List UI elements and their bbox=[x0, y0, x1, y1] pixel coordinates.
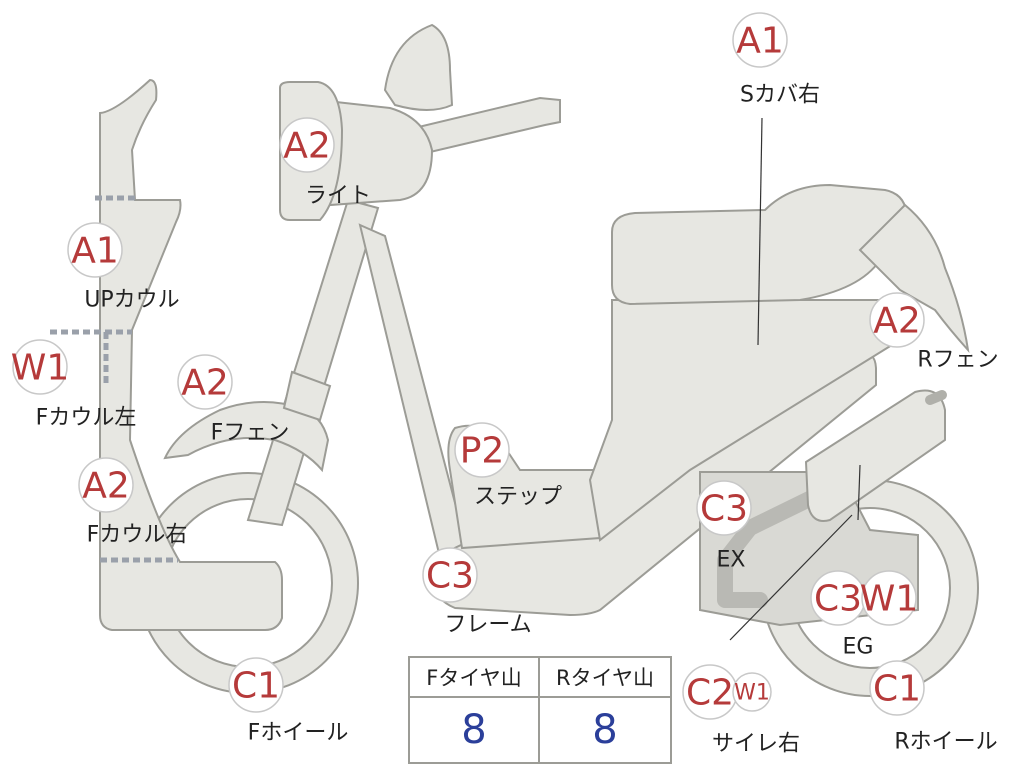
svg-text:C2: C2 bbox=[686, 673, 734, 714]
badge-front-cowl-right: A2 bbox=[78, 457, 134, 513]
badge-front-wheel: C1 bbox=[228, 657, 284, 713]
badge-step: P2 bbox=[454, 422, 510, 478]
label-engine: EG bbox=[843, 635, 874, 660]
front-cowl-graphic bbox=[99, 78, 283, 631]
svg-text:C3: C3 bbox=[700, 489, 748, 530]
badge-side-cover-w: W1 bbox=[732, 672, 772, 712]
label-front-cowl-right: Fカウル右 bbox=[87, 523, 188, 548]
svg-text:A2: A2 bbox=[283, 126, 331, 167]
mirror-graphic bbox=[383, 23, 454, 111]
leader-engine bbox=[857, 464, 861, 521]
badge-upper-cowl: A1 bbox=[67, 222, 123, 278]
svg-text:C3: C3 bbox=[426, 556, 474, 597]
tire-tread-table: Fタイヤ山 Rタイヤ山 8 8 bbox=[408, 656, 672, 764]
label-front-cowl-left: Fカウル左 bbox=[36, 406, 137, 431]
label-step: ステップ bbox=[474, 485, 562, 510]
rear-tire-tread-value: 8 bbox=[592, 707, 618, 753]
svg-text:P2: P2 bbox=[460, 431, 505, 472]
badge-seat-cover-right: A1 bbox=[732, 12, 788, 68]
front-fender-graphic bbox=[163, 401, 330, 473]
cowl-seam-middle bbox=[50, 329, 132, 385]
badge-headlight: A2 bbox=[279, 117, 335, 173]
badge-exhaust: C3 bbox=[696, 480, 752, 536]
badge-side-cover-c: C2 bbox=[682, 664, 738, 720]
label-side-cover-right: サイレ右 bbox=[712, 732, 800, 757]
badge-front-cowl-left: W1 bbox=[11, 339, 70, 395]
front-fork-graphic bbox=[246, 198, 380, 527]
label-rear-fender: Rフェン bbox=[917, 348, 998, 373]
label-rear-wheel: Rホイール bbox=[894, 730, 997, 755]
rear-fender-graphic bbox=[858, 203, 970, 354]
svg-text:A1: A1 bbox=[71, 231, 119, 272]
badge-rear-wheel: C1 bbox=[869, 660, 925, 716]
svg-text:A2: A2 bbox=[82, 466, 130, 507]
svg-text:W1: W1 bbox=[734, 681, 770, 706]
muffler-graphic bbox=[804, 389, 946, 522]
svg-text:C3: C3 bbox=[814, 579, 862, 620]
label-frame: フレーム bbox=[444, 613, 531, 638]
label-seat-cover-right: Sカバ右 bbox=[740, 83, 820, 108]
leader-side-cover bbox=[729, 514, 853, 641]
badge-frame: C3 bbox=[422, 547, 478, 603]
label-exhaust: EX bbox=[717, 548, 746, 573]
svg-text:A2: A2 bbox=[181, 363, 229, 404]
svg-text:A2: A2 bbox=[873, 301, 921, 342]
exhaust-pipe-graphic bbox=[717, 477, 846, 608]
svg-text:C1: C1 bbox=[873, 669, 921, 710]
svg-text:W1: W1 bbox=[11, 348, 70, 389]
badge-engine-w: W1 bbox=[860, 570, 919, 626]
svg-text:W1: W1 bbox=[860, 579, 919, 620]
svg-text:C1: C1 bbox=[232, 666, 280, 707]
badge-rear-fender: A2 bbox=[869, 292, 925, 348]
handle-cover-graphic bbox=[316, 98, 434, 207]
label-front-fender: Fフェン bbox=[211, 421, 290, 446]
badge-engine-c: C3 bbox=[810, 570, 866, 626]
label-front-wheel: Fホイール bbox=[248, 721, 349, 746]
label-upper-cowl: UPカウル bbox=[84, 288, 179, 313]
rear-tire-tread-header: Rタイヤ山 bbox=[540, 658, 670, 698]
front-tire-tread-value: 8 bbox=[410, 698, 540, 762]
muffler-tip-graphic bbox=[925, 390, 947, 405]
leader-seat-cover bbox=[757, 117, 763, 346]
badge-front-fender: A2 bbox=[177, 354, 233, 410]
svg-text:A1: A1 bbox=[736, 21, 784, 62]
fork-clamp-graphic bbox=[282, 370, 332, 422]
label-headlight: ライト bbox=[305, 184, 371, 209]
down-tube-graphic bbox=[358, 223, 472, 568]
front-tire-tread-header: Fタイヤ山 bbox=[410, 658, 540, 698]
